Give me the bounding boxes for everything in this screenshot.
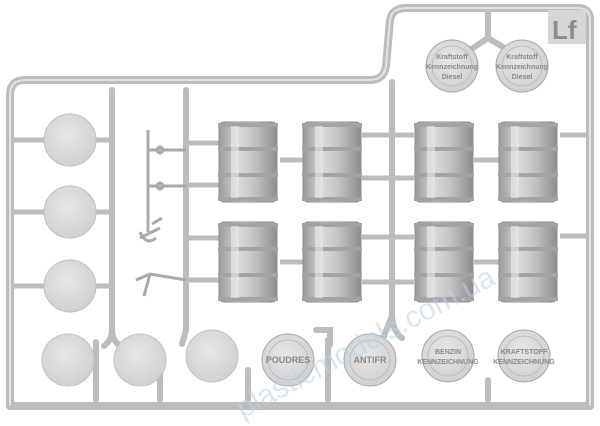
decal-disc: POUDRES [261,333,315,387]
disc-part [185,329,239,383]
decal-text: Kraftstoff [436,54,468,61]
disc-part [43,185,97,239]
decal-disc: BENZIN KENNZEICHNUNG [417,329,479,383]
barrel-parts [218,121,558,303]
decal-text: Kraftstoff [506,54,538,61]
sprue-letter-tag: Lf [548,10,586,45]
decal-text: Diesel [512,74,533,81]
decal-text: Kennzeichnung [496,64,548,71]
barrel-part [302,121,362,203]
barrel-part [498,121,558,203]
decal-text: KENNZEICHNUNG [493,359,555,366]
barrel-spokes [14,132,588,289]
decal-disc: ANTIFR [343,333,397,387]
barrel-part [218,121,278,203]
decal-text: Kennzeichnung [426,64,478,71]
decal-disc: KRAFTSTOFF KENNZEICHNUNG [493,329,555,383]
disc-part [113,333,167,387]
sprue-letter: Lf [552,15,577,45]
decal-text: ANTIFR [354,355,387,365]
decal-text: KRAFTSTOFF [501,349,548,356]
decal-text: BENZIN [435,349,461,356]
decal-text: Diesel [442,74,463,81]
disc-part [43,259,97,313]
barrel-part [218,221,278,303]
disc-part [41,333,95,387]
disc-part [43,113,97,167]
decal-text: KENNZEICHNUNG [417,359,479,366]
barrel-part [414,221,474,303]
barrel-part [498,221,558,303]
barrel-part [414,121,474,203]
tool-parts [135,130,187,297]
decal-discs: KraftstoffKennzeichnungDieselKraftstoffK… [261,39,555,387]
disc-parts [41,113,239,387]
decal-text: POUDRES [266,355,311,365]
barrel-part [302,221,362,303]
